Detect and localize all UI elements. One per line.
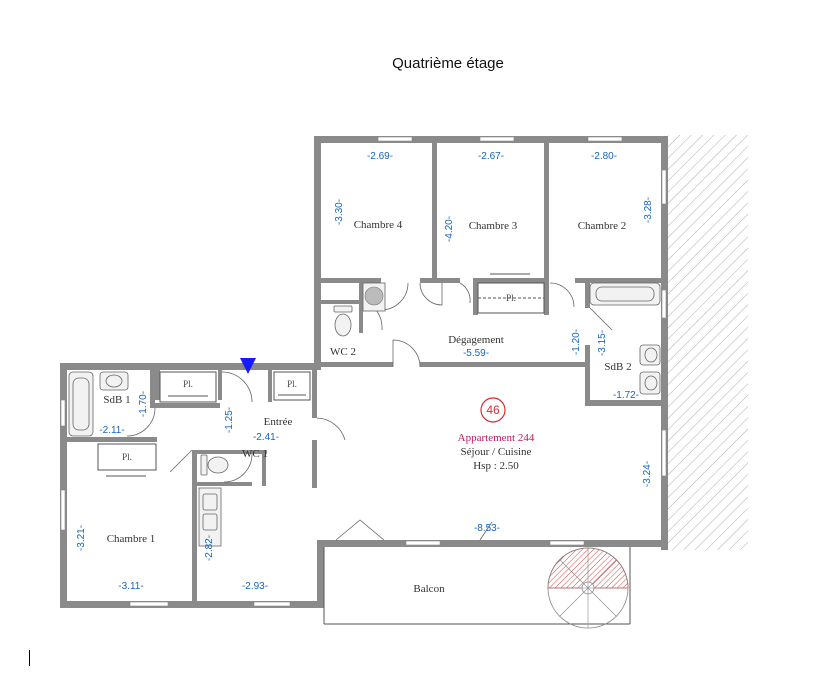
closet-entree: Pl. [273,371,311,401]
bathtub-icon [589,282,661,306]
room-label-entree: Entrée [264,416,293,428]
sink-icon [99,371,129,391]
closet-label: Pl. [506,293,516,303]
closet-chambre3: Pl. [477,273,545,314]
apartment-number: 46 [486,403,500,417]
closet-label: Pl. [183,379,193,389]
dim-sejour-width: -8.53- [474,523,500,534]
dim-sdb1-depth: -1.70- [138,391,149,417]
dim-ch2-width: -2.80- [591,151,617,162]
sink-icon [639,344,661,395]
closet-label: Pl. [122,452,132,462]
spiral-staircase-icon [547,547,629,629]
neighbour-hatched-area [668,135,748,550]
room-label-chambre4: Chambre 4 [354,219,403,231]
toilet-icon [333,305,353,337]
main-room-label: Séjour / Cuisine [461,446,532,458]
dim-ch1-height: -3.21- [76,525,87,551]
dim-entree-depth: -1.25- [224,407,235,433]
dim-ch2-height: -3.28- [643,197,654,223]
kitchen-sink-icon [198,487,222,547]
dim-kitchen-height: -2.82- [204,535,215,561]
closet-chambre1: Pl. [97,443,157,477]
toilet-icon [200,454,229,476]
dim-ch4-height: -3.30- [334,199,345,225]
dim-entree-width: -2.41- [253,432,279,443]
interior-walls [67,143,661,601]
dim-sdb1-width: -2.11- [99,425,124,436]
room-label-chambre3: Chambre 3 [469,220,518,232]
room-label-balcon: Balcon [413,583,445,595]
room-label-chambre2: Chambre 2 [578,220,627,232]
dim-degagement-length: -5.59- [463,348,489,359]
ceiling-height: Hsp : 2.50 [473,460,519,472]
doors [126,282,613,541]
dim-sdb2-depth: -3.15- [597,330,608,356]
bathtub-icon [68,371,94,437]
shower-icon [362,282,386,312]
dim-ch3-width: -2.67- [478,151,504,162]
dim-sejour-height: -3.24- [642,461,653,487]
entrance-arrow-icon [240,358,256,374]
text-cursor [29,650,30,666]
closet-sdb1: Pl. [159,371,217,403]
dimension-labels: -2.69- -3.30- -2.67- -4.20- -2.80- -3.28… [76,151,654,592]
closet-label: Pl. [287,379,297,389]
room-label-sdb2: SdB 2 [604,361,631,373]
dim-ch4-width: -2.69- [367,151,393,162]
dim-ch1-width: -3.11- [118,581,143,592]
room-label-degagement: Dégagement [448,334,504,346]
dim-sdb2-width: -1.72- [613,390,639,401]
room-label-sdb1: SdB 1 [103,394,130,406]
page-title: Quatrième étage [392,55,504,72]
dim-ch3-height: -4.20- [444,216,455,242]
room-label-wc1: WC 1 [242,448,268,460]
windows [60,136,667,607]
apartment-number-badge [480,397,506,423]
apartment-name: Appartement 244 [458,432,535,444]
dim-degagement-depth: -1.20- [571,329,582,355]
room-label-chambre1: Chambre 1 [107,533,156,545]
dim-kitchen-width: -2.93- [242,581,268,592]
room-label-wc2: WC 2 [330,346,356,358]
balcony [323,547,631,625]
